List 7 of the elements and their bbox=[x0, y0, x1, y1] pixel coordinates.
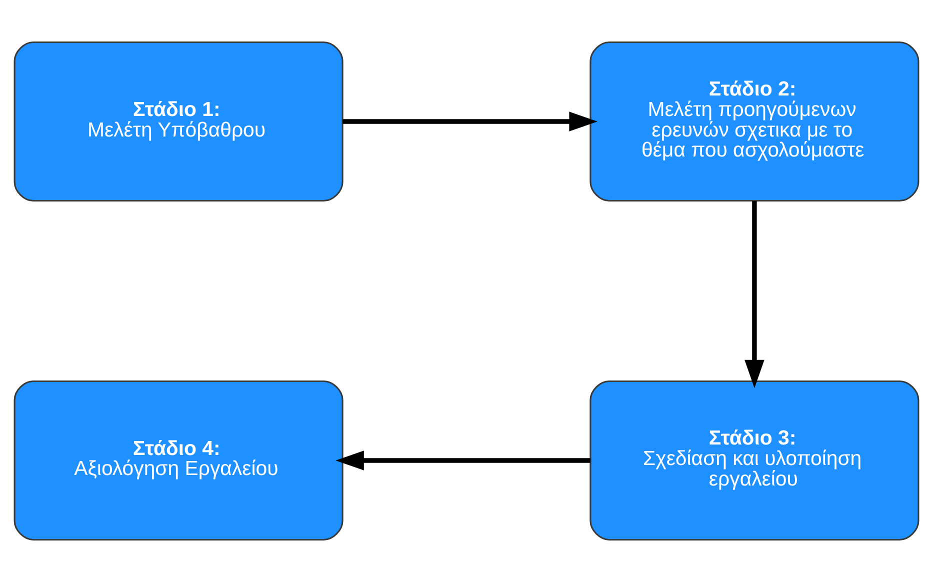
arrow bbox=[342, 112, 598, 132]
node-box: Στάδιο 2: Μελέτη προηγούμενων ερευνών σχετικα με το θέμα που ασχολούμαστε bbox=[590, 42, 920, 202]
arrow bbox=[336, 450, 590, 470]
node-box: Στάδιο 1: Μελέτη Υπόβαθρου bbox=[14, 42, 344, 202]
node-box: Στάδιο 3: Σχεδίαση και υλοποίηση εργαλείου bbox=[590, 380, 920, 540]
arrow bbox=[744, 201, 764, 388]
node-box: Στάδιο 4: Αξιολόγηση Εργαλείου bbox=[14, 380, 344, 540]
